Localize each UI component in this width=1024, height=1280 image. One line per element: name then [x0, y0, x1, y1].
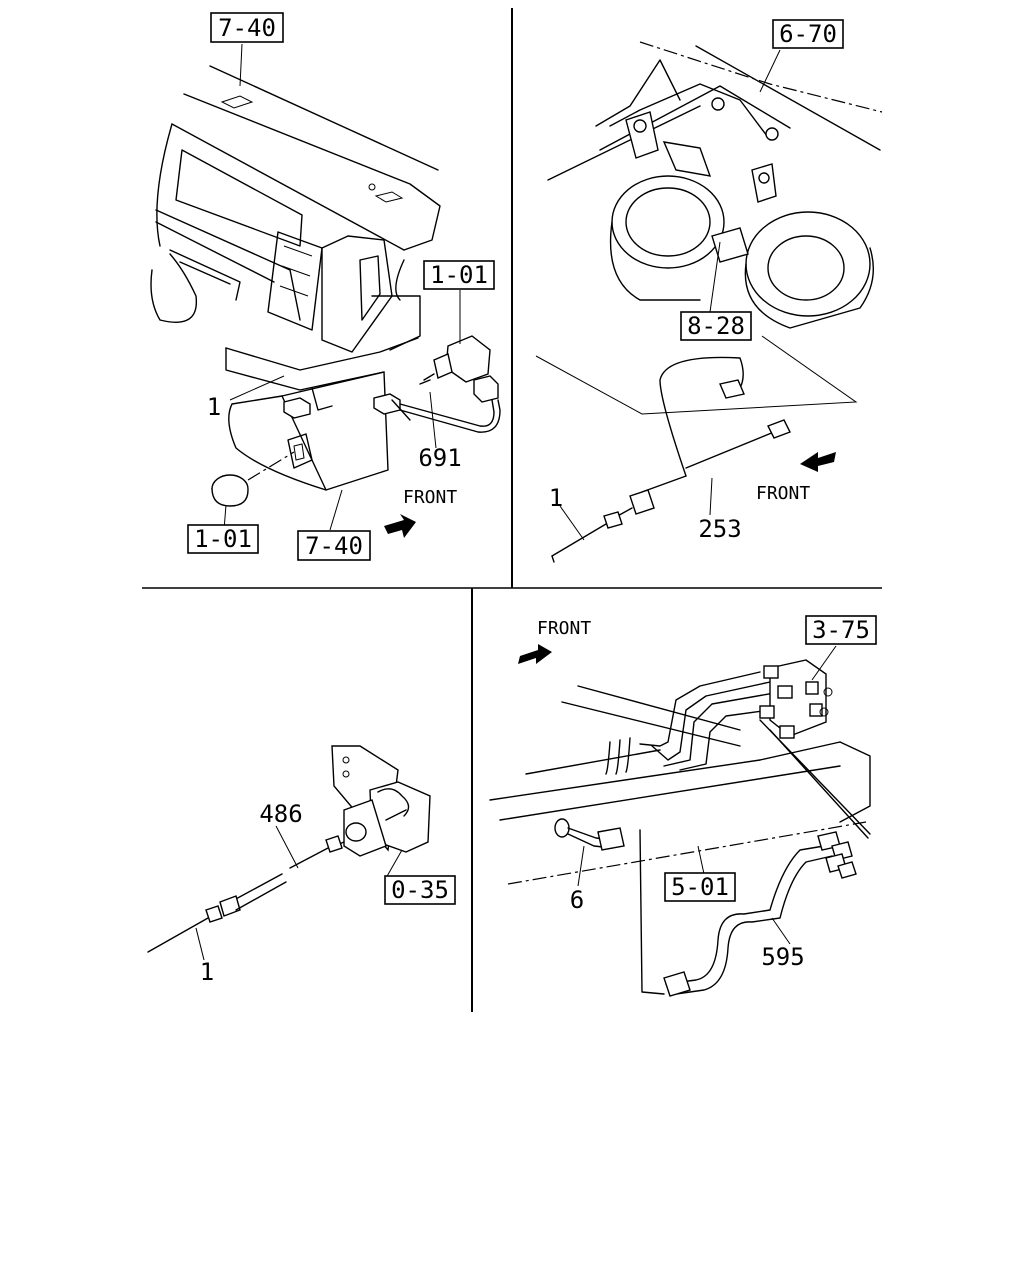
ref-0-35: 0-35 — [391, 876, 449, 904]
front-label-br: FRONT — [537, 618, 591, 639]
ref-box-7-40-bottom — [297, 530, 371, 561]
front-arrow-icon — [518, 644, 552, 664]
part-691: 691 — [418, 444, 461, 472]
part-6: 6 — [570, 886, 584, 914]
part-1-harness-bl: 1 — [200, 958, 214, 986]
ref-5-01: 5-01 — [671, 873, 729, 901]
panel-top-left: 7-40 1-01 1-01 7-40 1 691 FRONT — [150, 12, 501, 561]
ref-1-01-switch: 1-01 — [430, 261, 488, 289]
ref-box-6-70 — [772, 19, 844, 49]
front-label-tr: FRONT — [756, 483, 810, 504]
ref-box-5-01 — [664, 872, 736, 902]
ref-1-01-knob: 1-01 — [194, 525, 252, 553]
part-253: 253 — [698, 515, 741, 543]
ref-box-8-28 — [680, 311, 752, 341]
front-label-tl: FRONT — [403, 487, 457, 508]
part-1-harness-tl: 1 — [207, 393, 221, 421]
part-486: 486 — [259, 800, 302, 828]
ref-7-40-top: 7-40 — [218, 14, 276, 42]
front-arrow-icon — [800, 452, 836, 472]
ref-box-7-40-top — [210, 12, 284, 43]
ref-7-40-bottom: 7-40 — [305, 532, 363, 560]
ref-box-1-01-switch — [423, 260, 495, 290]
dashboard-drawing — [150, 43, 501, 538]
front-arrow-icon — [384, 514, 416, 538]
panel-bottom-left: 486 0-35 1 — [147, 745, 456, 986]
part-595: 595 — [761, 943, 804, 971]
part-1-harness-tr: 1 — [549, 484, 563, 512]
ref-8-28: 8-28 — [687, 312, 745, 340]
panel-top-right: 6-70 8-28 1 253 FRONT — [535, 19, 883, 563]
ref-3-75: 3-75 — [812, 616, 870, 644]
ref-box-0-35 — [384, 875, 456, 905]
panel-bottom-right: FRONT 3-75 5-01 6 595 — [489, 615, 877, 997]
ref-box-3-75 — [805, 615, 877, 645]
ref-6-70: 6-70 — [779, 20, 837, 48]
ref-box-1-01-knob — [187, 524, 259, 554]
valve-drawing — [489, 644, 871, 997]
unit-drawing — [147, 745, 431, 961]
horn-drawing — [535, 41, 883, 563]
